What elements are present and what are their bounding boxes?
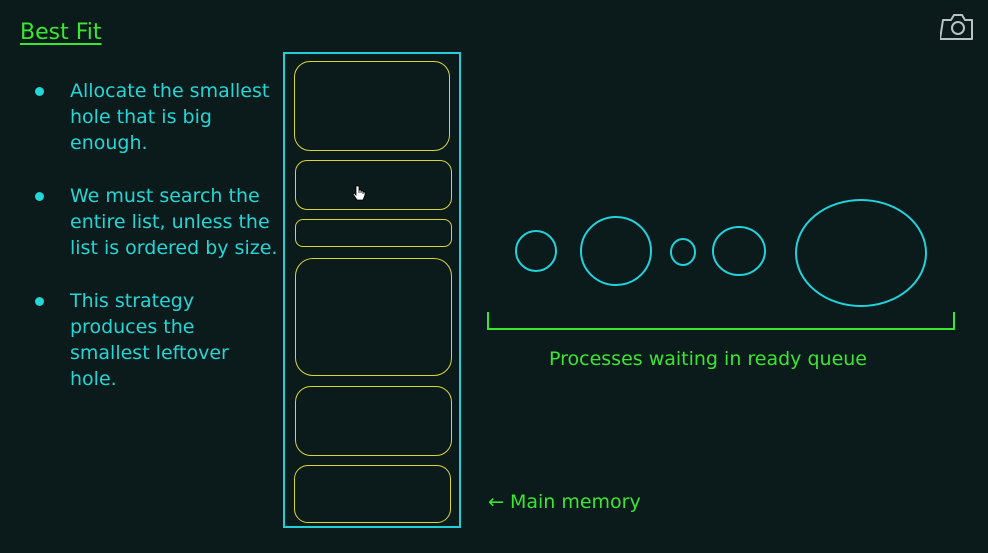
memory-block xyxy=(295,219,452,247)
memory-block xyxy=(295,160,452,210)
process-circle xyxy=(580,216,652,286)
hand-pointer-icon xyxy=(352,185,366,201)
memory-block xyxy=(294,61,450,151)
main-memory-label: ← Main memory xyxy=(488,491,641,513)
bullet-item: Allocate the smallest hole that is big e… xyxy=(30,78,280,156)
main-memory-box xyxy=(283,52,461,528)
process-circle xyxy=(515,230,557,272)
slide-title: Best Fit xyxy=(20,20,102,45)
bullet-text: This strategy produces the smallest left… xyxy=(70,290,229,390)
bullet-text: Allocate the smallest hole that is big e… xyxy=(70,80,270,154)
memory-block xyxy=(294,465,451,523)
process-circle xyxy=(795,199,927,307)
bullet-item: We must search the entire list, unless t… xyxy=(30,183,280,261)
memory-block xyxy=(295,386,452,456)
bullet-dot xyxy=(35,192,44,201)
camera-icon[interactable] xyxy=(940,12,975,42)
process-circle xyxy=(712,226,766,276)
queue-bracket xyxy=(487,312,955,330)
memory-block xyxy=(295,258,452,376)
bullet-dot xyxy=(35,297,44,306)
bullet-item: This strategy produces the smallest left… xyxy=(30,288,280,392)
ready-queue-label: Processes waiting in ready queue xyxy=(549,348,867,370)
bullet-list: Allocate the smallest hole that is big e… xyxy=(30,78,280,419)
process-circle xyxy=(670,238,696,266)
bullet-text: We must search the entire list, unless t… xyxy=(70,185,278,259)
bullet-dot xyxy=(35,87,44,96)
